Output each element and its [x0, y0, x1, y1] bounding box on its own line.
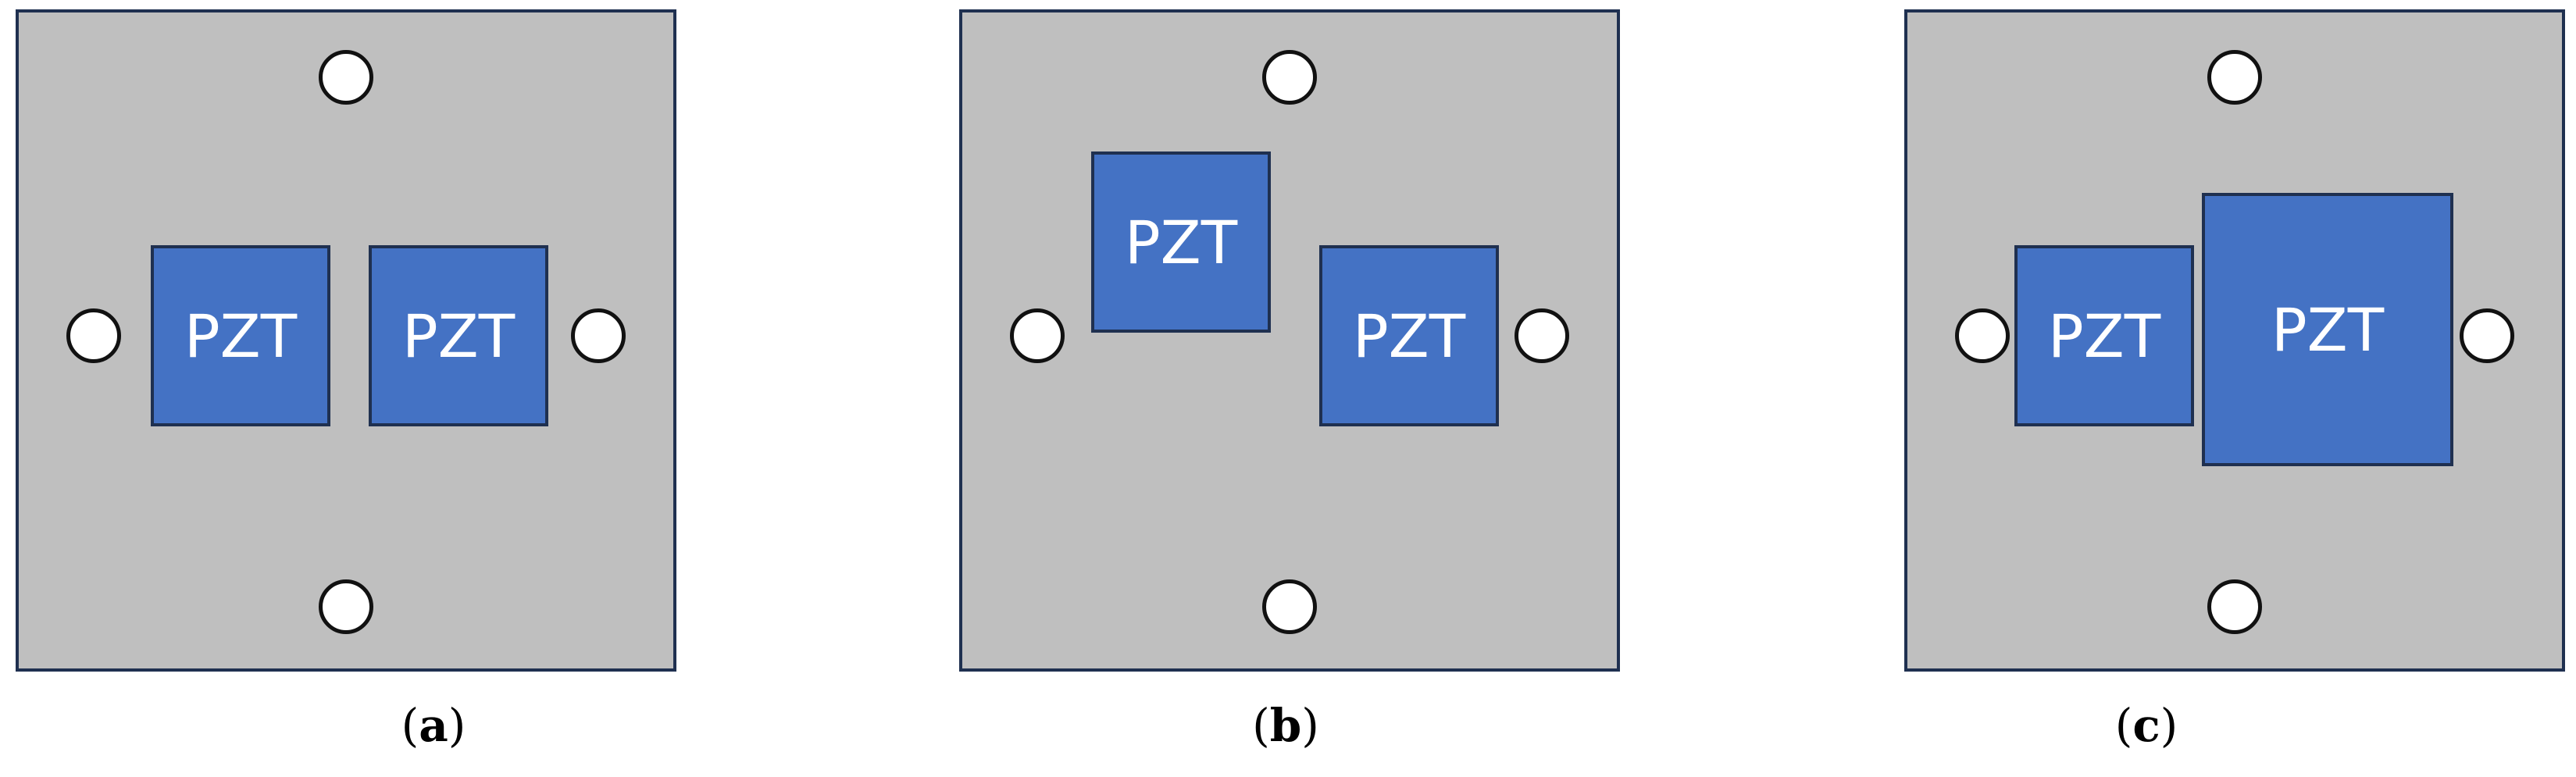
hole-bottom: [2207, 579, 2262, 634]
hole-bottom: [1262, 579, 1317, 634]
hole-right: [1515, 308, 1569, 363]
hole-left: [1010, 308, 1065, 363]
hole-top: [2207, 50, 2262, 105]
caption-a: (a): [401, 699, 466, 752]
hole-right: [571, 308, 626, 363]
plate-c: PZT PZT: [1904, 9, 2565, 672]
hole-right: [2460, 308, 2514, 363]
hole-top: [319, 50, 373, 105]
hole-top: [1262, 50, 1317, 105]
hole-bottom: [319, 579, 373, 634]
plate-b: PZT PZT: [959, 9, 1620, 672]
pzt-small-left: PZT: [2014, 245, 2194, 426]
pzt-left: PZT: [151, 245, 330, 426]
pzt-right: PZT: [369, 245, 548, 426]
pzt-large-right: PZT: [2202, 193, 2453, 466]
pzt-upper-left: PZT: [1091, 151, 1271, 333]
plate-a: PZT PZT: [16, 9, 676, 672]
caption-b: (b): [1252, 699, 1319, 752]
hole-left: [66, 308, 121, 363]
caption-c: (c): [2114, 699, 2178, 752]
hole-left: [1955, 308, 2010, 363]
pzt-lower-right: PZT: [1319, 245, 1499, 426]
